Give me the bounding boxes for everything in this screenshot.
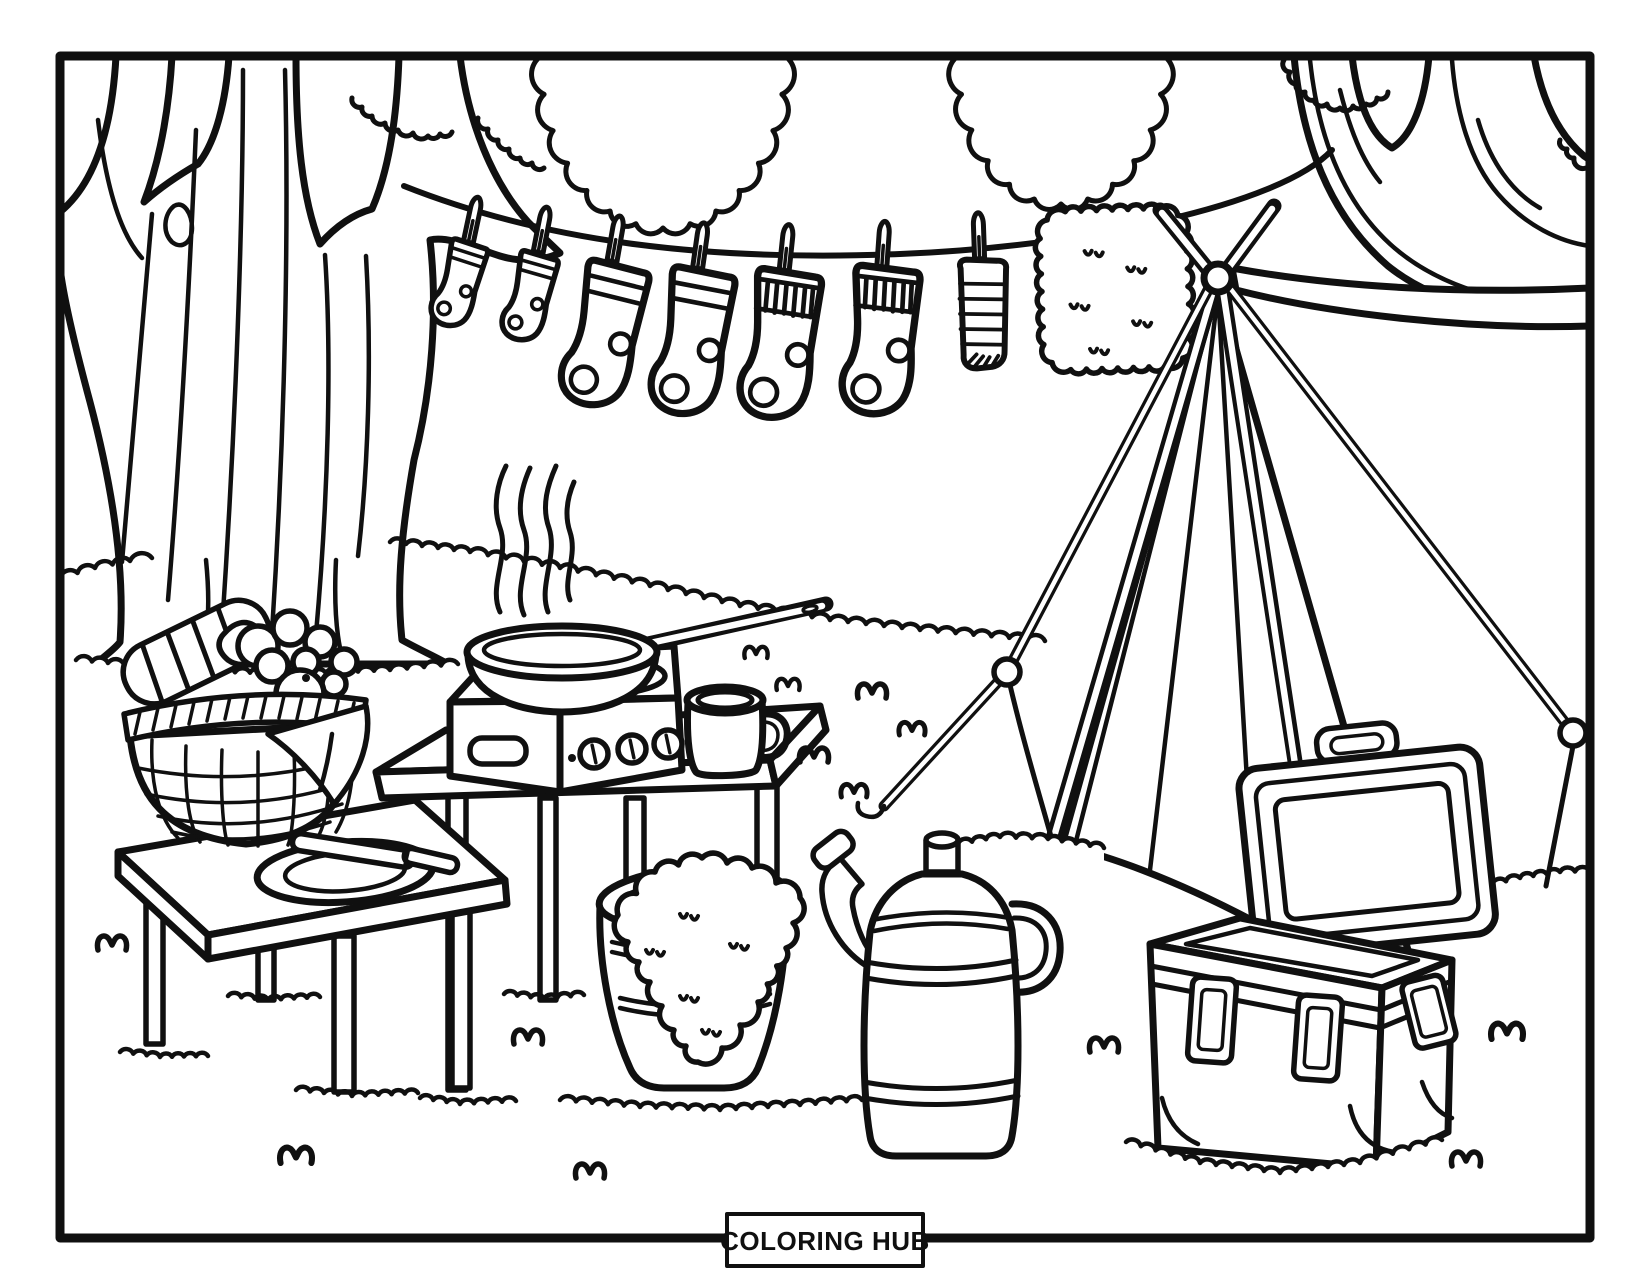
apple-stem-dot bbox=[302, 674, 310, 682]
basket-cloth bbox=[265, 703, 371, 807]
fruit bbox=[253, 647, 291, 685]
stove-knobs bbox=[577, 727, 685, 771]
sock-7-rolled bbox=[957, 256, 1010, 372]
tent-apex-joint bbox=[1200, 260, 1236, 296]
grass-ridge bbox=[387, 536, 1048, 644]
stove-table-leg bbox=[537, 795, 559, 1003]
sock-4 bbox=[648, 265, 736, 418]
pan-rim-inner bbox=[481, 631, 643, 669]
open-cooler bbox=[1123, 720, 1499, 1228]
grass-cooler-base bbox=[1123, 1135, 1445, 1176]
sock-3 bbox=[557, 258, 651, 411]
stove-indicator-dot bbox=[568, 754, 576, 762]
guy-rope-left-stake-hook bbox=[855, 800, 887, 820]
grass-tent-base-fill bbox=[958, 832, 1104, 888]
basket-weave-rows bbox=[136, 754, 358, 841]
frying-pan bbox=[463, 596, 834, 716]
smoke bbox=[493, 463, 577, 618]
sock-6 bbox=[841, 265, 921, 416]
fruit bbox=[270, 608, 310, 648]
kettle-lid-knob bbox=[923, 830, 961, 875]
tree-right-notch bbox=[1348, 52, 1433, 152]
cooler-lid-panel bbox=[1272, 780, 1462, 922]
plate-table-front bbox=[204, 876, 511, 963]
sock-5 bbox=[738, 267, 823, 420]
plate-table-leg bbox=[449, 890, 473, 1091]
cooler-opening-inner bbox=[1183, 925, 1421, 979]
tree-left bbox=[56, 52, 564, 668]
cooler-lid bbox=[1235, 720, 1499, 959]
cooler-latch bbox=[1290, 992, 1346, 1084]
stove-slot-handle bbox=[467, 735, 529, 767]
grass-leg-fringes bbox=[117, 988, 587, 1107]
kettle-stripes bbox=[861, 957, 1021, 1108]
kettle-handle bbox=[1008, 900, 1064, 996]
foliage-right bbox=[1280, 57, 1391, 114]
kettle-shoulder-bands bbox=[869, 910, 1013, 934]
pan-handle bbox=[640, 596, 834, 652]
plate-setting bbox=[253, 830, 461, 907]
kettle-spout-tip bbox=[810, 828, 856, 871]
brand-badge-box bbox=[725, 1212, 925, 1268]
guy-joint-right bbox=[1557, 717, 1589, 749]
knife bbox=[289, 830, 461, 876]
foliage-left-a bbox=[349, 95, 455, 142]
grass-hill-left bbox=[57, 550, 155, 581]
leaf-canopy-right bbox=[946, 53, 1176, 212]
basket-weave-ribs bbox=[149, 734, 355, 848]
brand-badge: COLORING HUB bbox=[720, 1212, 930, 1268]
grass-bucket-base-fill bbox=[560, 1096, 862, 1155]
tent-pole-left bbox=[1044, 276, 1223, 850]
leaf-canopy-left bbox=[529, 53, 797, 237]
brand-badge-label: COLORING HUB bbox=[720, 1226, 930, 1256]
mug-handle bbox=[754, 710, 791, 761]
grass-bucket-base bbox=[557, 1093, 865, 1113]
tree-right-grain bbox=[1307, 57, 1593, 311]
plate-table-leg bbox=[331, 933, 357, 1095]
cooler-lid-mid bbox=[1253, 761, 1481, 941]
sock-1 bbox=[427, 237, 489, 331]
cooler-side-latch bbox=[1399, 972, 1459, 1051]
foliage-right-corner bbox=[1557, 137, 1589, 171]
guy-joint-left bbox=[991, 656, 1023, 688]
tent-left-brace bbox=[1004, 669, 1055, 843]
basket-cloth-fold bbox=[317, 731, 335, 793]
sock-2 bbox=[499, 249, 560, 344]
coffee-mug bbox=[683, 683, 791, 780]
cooler-latch bbox=[1184, 974, 1240, 1066]
guy-rope-left bbox=[855, 284, 1214, 843]
mug-body bbox=[684, 696, 767, 780]
guy-rope-right bbox=[1224, 282, 1589, 889]
stove-table-side bbox=[766, 702, 830, 790]
coffee-kettle bbox=[810, 828, 1064, 1160]
picnic-basket bbox=[120, 597, 371, 848]
tent-seams bbox=[1072, 289, 1333, 971]
mug-coffee bbox=[695, 689, 755, 711]
bucket-cloth bbox=[611, 850, 807, 1067]
tree-left-trunk bbox=[56, 52, 564, 668]
grass-tent-base bbox=[955, 830, 1107, 851]
foliage-left-b bbox=[475, 115, 547, 173]
bucket-with-cloth bbox=[557, 850, 865, 1155]
